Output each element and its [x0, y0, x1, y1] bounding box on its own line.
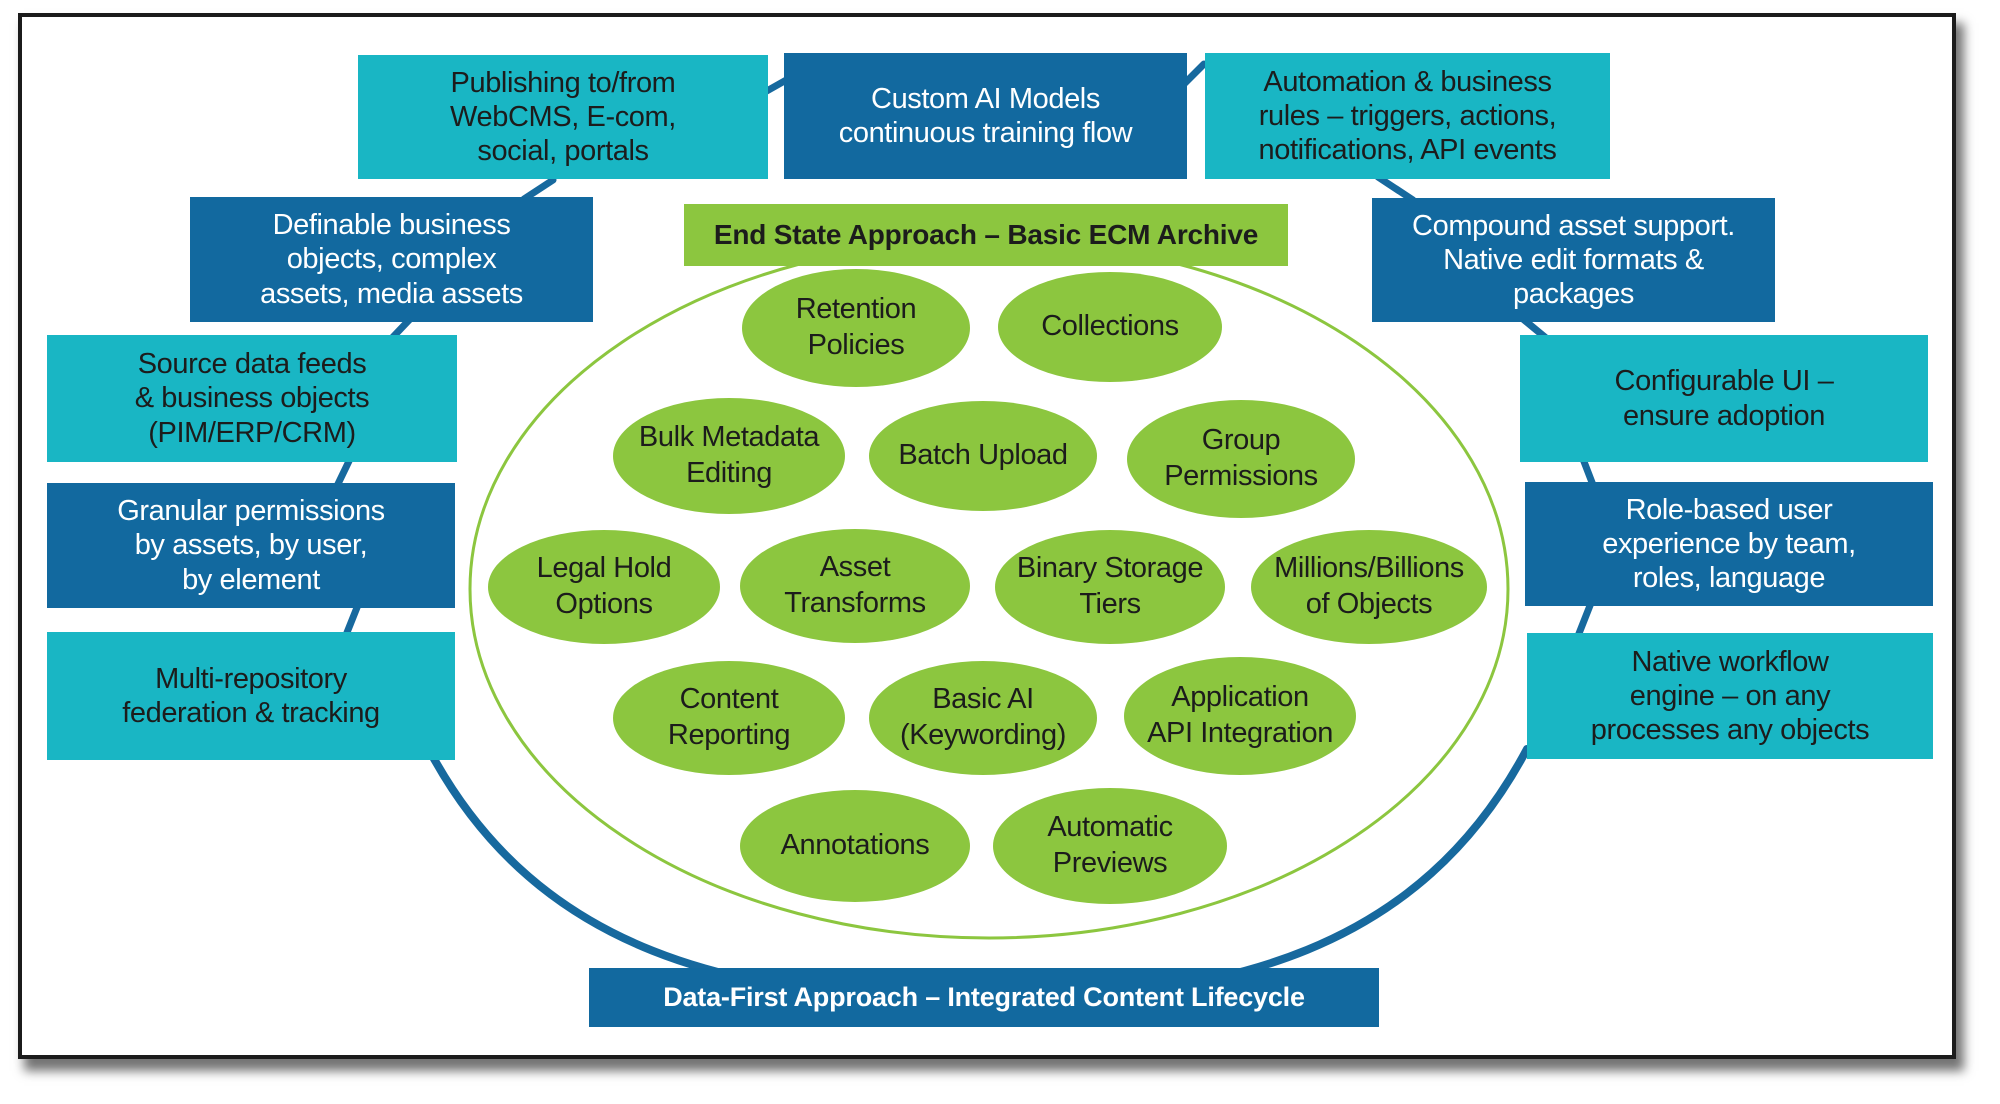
- box-source-data-feeds-label: Source data feeds & business objects (PI…: [134, 348, 370, 449]
- connector-compound-configurable: [1519, 315, 1550, 342]
- capability-bulk-metadata-editing-label: Bulk Metadata Editing: [638, 421, 820, 489]
- box-granular-permissions: Granular permissions by assets, by user,…: [47, 483, 455, 608]
- capability-content-reporting-label: Content Reporting: [667, 683, 791, 751]
- box-role-based-ux: Role-based user experience by team, role…: [1525, 482, 1933, 606]
- capability-basic-ai-keywording: Basic AI (Keywording): [869, 661, 1097, 775]
- capability-millions-billions-objects-label: Millions/Billions of Objects: [1274, 552, 1464, 620]
- box-publishing: Publishing to/from WebCMS, E-com, social…: [358, 55, 768, 179]
- capability-annotations-label: Annotations: [780, 829, 930, 862]
- capability-asset-transforms-label: Asset Transforms: [784, 551, 926, 619]
- box-multi-repository-label: Multi-repository federation & tracking: [122, 662, 380, 729]
- capability-basic-ai-keywording-label: Basic AI (Keywording): [899, 683, 1067, 751]
- connector-configurable-role: [1579, 455, 1597, 489]
- capability-application-api-integration-label: Application API Integration: [1147, 681, 1333, 749]
- capability-retention-policies-label: Retention Policies: [795, 293, 917, 361]
- connector-automation-compound: [1374, 173, 1417, 204]
- data-first-banner: Data-First Approach – Integrated Content…: [589, 968, 1379, 1027]
- capability-legal-hold-options-label: Legal Hold Options: [536, 552, 672, 620]
- capability-group-permissions-label: Group Permissions: [1164, 424, 1318, 492]
- capability-collections-label: Collections: [1041, 310, 1179, 343]
- box-configurable-ui-label: Configurable UI – ensure adoption: [1614, 365, 1834, 432]
- capability-collections: Collections: [998, 272, 1222, 382]
- capability-batch-upload-label: Batch Upload: [898, 439, 1068, 472]
- capability-automatic-previews-label: Automatic Previews: [1047, 811, 1173, 879]
- capability-asset-transforms: Asset Transforms: [740, 529, 970, 643]
- box-definable-objects: Definable business objects, complex asse…: [190, 197, 593, 322]
- box-granular-permissions-label: Granular permissions by assets, by user,…: [117, 495, 385, 596]
- capability-annotations: Annotations: [740, 790, 970, 902]
- box-definable-objects-label: Definable business objects, complex asse…: [260, 209, 523, 310]
- box-publishing-label: Publishing to/from WebCMS, E-com, social…: [450, 66, 676, 168]
- connector-role-native: [1574, 599, 1595, 640]
- box-custom-ai-models-label: Custom AI Models continuous training flo…: [838, 82, 1133, 149]
- capability-binary-storage-tiers-label: Binary Storage Tiers: [1016, 552, 1204, 620]
- lifecycle-arc: [429, 745, 1531, 1005]
- box-configurable-ui: Configurable UI – ensure adoption: [1520, 335, 1928, 462]
- box-source-data-feeds: Source data feeds & business objects (PI…: [47, 335, 457, 462]
- end-state-title-label: End State Approach – Basic ECM Archive: [713, 219, 1259, 250]
- capability-batch-upload: Batch Upload: [869, 401, 1097, 511]
- box-custom-ai-models: Custom AI Models continuous training flo…: [784, 53, 1187, 179]
- box-role-based-ux-label: Role-based user experience by team, role…: [1602, 493, 1856, 595]
- box-automation-rules-label: Automation & business rules – triggers, …: [1258, 65, 1557, 167]
- capability-legal-hold-options: Legal Hold Options: [488, 530, 720, 644]
- box-compound-asset: Compound asset support. Native edit form…: [1372, 198, 1775, 322]
- end-state-title: End State Approach – Basic ECM Archive: [684, 204, 1288, 266]
- connector-source-granular: [333, 455, 354, 490]
- capability-binary-storage-tiers: Binary Storage Tiers: [995, 530, 1225, 644]
- box-compound-asset-label: Compound asset support. Native edit form…: [1412, 209, 1735, 311]
- data-first-banner-label: Data-First Approach – Integrated Content…: [663, 982, 1305, 1012]
- connector-publishing-definable: [520, 176, 557, 203]
- capability-retention-policies: Retention Policies: [742, 269, 970, 387]
- box-native-workflow: Native workflow engine – on any processe…: [1527, 633, 1933, 759]
- capability-automatic-previews: Automatic Previews: [993, 788, 1227, 904]
- box-multi-repository: Multi-repository federation & tracking: [47, 632, 455, 760]
- capability-group-permissions: Group Permissions: [1127, 400, 1355, 518]
- capability-bulk-metadata-editing: Bulk Metadata Editing: [613, 398, 845, 514]
- connector-granular-multi: [342, 601, 362, 639]
- box-automation-rules: Automation & business rules – triggers, …: [1205, 53, 1610, 179]
- box-native-workflow-label: Native workflow engine – on any processe…: [1590, 645, 1870, 747]
- capability-millions-billions-objects: Millions/Billions of Objects: [1251, 530, 1487, 644]
- connector-group: [333, 60, 1597, 640]
- capability-application-api-integration: Application API Integration: [1124, 657, 1356, 775]
- capability-content-reporting: Content Reporting: [613, 661, 845, 775]
